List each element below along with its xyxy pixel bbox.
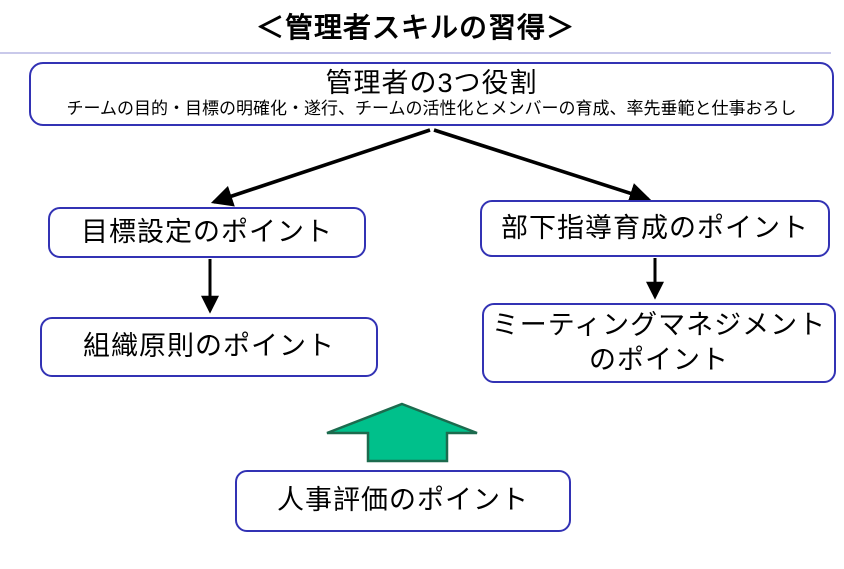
node-goal-setting: 目標設定のポイント [48,207,366,258]
up-block-arrow-icon [326,402,478,463]
node-subordinate-development-label: 部下指導育成のポイント [501,212,809,243]
arrow-root-to-subordinate-dev [433,128,652,204]
node-hr-evaluation: 人事評価のポイント [235,470,571,532]
node-meeting-management-label-line1: ミーティングマネジメント [491,309,827,340]
node-meeting-management: ミーティングマネジメント のポイント [482,303,836,383]
node-organization-principles-label: 組織原則のポイント [83,331,335,362]
node-goal-setting-label: 目標設定のポイント [81,216,333,247]
arrow-root-to-goal-setting [210,128,431,207]
node-hr-evaluation-label: 人事評価のポイント [277,485,529,516]
node-manager-roles-subtitle: チームの目的・目標の明確化・遂行、チームの活性化とメンバーの育成、率先垂範と仕事… [66,99,797,119]
node-manager-roles: 管理者の3つ役割 チームの目的・目標の明確化・遂行、チームの活性化とメンバーの育… [29,62,834,126]
node-organization-principles: 組織原則のポイント [40,317,378,377]
node-meeting-management-label-line2: のポイント [589,345,729,375]
node-subordinate-development: 部下指導育成のポイント [480,200,830,257]
title-divider [0,52,831,54]
page-title: ＜管理者スキルの習得＞ [255,12,575,43]
node-manager-roles-title: 管理者の3つ役割 [325,68,538,99]
